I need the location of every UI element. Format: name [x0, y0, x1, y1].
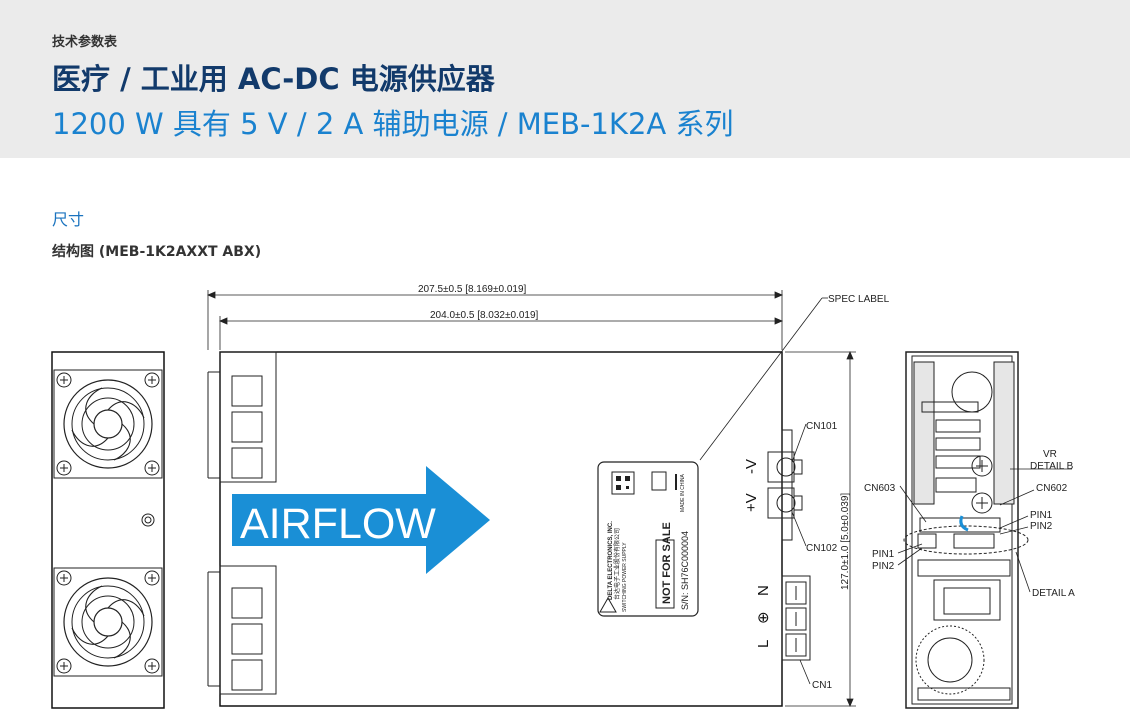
cn1-label: CN1 [812, 680, 832, 691]
side-view [903, 351, 1029, 709]
spec-label: DELTA ELECTRONICS, INC. 台达电子工业股份有限公司 SWI… [597, 461, 699, 617]
dim-overall-length: 207.5±0.5 [8.169±0.019] [418, 284, 527, 295]
spec-label-leader [699, 297, 823, 461]
dim-body-length: 204.0±0.5 [8.032±0.019] [430, 310, 539, 321]
output-terminals [767, 429, 803, 541]
label-company: DELTA ELECTRONICS, INC. [608, 521, 614, 600]
pin1-left-label: PIN1 [872, 549, 895, 560]
cn602-label: CN602 [1036, 483, 1068, 494]
cn102-label: CN102 [806, 543, 838, 554]
pin2-right-label: PIN2 [1030, 521, 1053, 532]
section-title: 尺寸 [52, 210, 85, 229]
label-product: SWITCHING POWER SUPPLY [622, 542, 628, 612]
label-serial: S/N: SH76C000004 [680, 531, 690, 610]
page-title: 医疗 / 工业用 AC-DC 电源供应器 [52, 62, 495, 96]
detail-b-label: DETAIL B [1030, 461, 1074, 472]
label-n: N [755, 585, 772, 596]
label-earth: ⊕ [755, 611, 772, 624]
cn101-label: CN101 [806, 421, 838, 432]
header-band [0, 0, 1130, 158]
cn603-label: CN603 [864, 483, 896, 494]
detail-a-label: DETAIL A [1032, 588, 1075, 599]
pin1-right-label: PIN1 [1030, 510, 1053, 521]
pin2-left-label: PIN2 [872, 561, 895, 572]
label-company-cn: 台达电子工业股份有限公司 [613, 528, 621, 600]
front-fan-panel [51, 351, 165, 709]
airflow-arrow: AIRFLOW [232, 466, 490, 574]
doc-type-label: 技术参数表 [52, 35, 118, 50]
page-subtitle: 1200 W 具有 5 V / 2 A 辅助电源 / MEB-1K2A 系列 [52, 107, 734, 141]
dim-height: 127.0±1.0 [5.0±0.039] [840, 493, 851, 590]
vr-label: VR [1043, 449, 1057, 460]
label-not-for-sale: NOT FOR SALE [661, 522, 673, 604]
ac-input-terminal [781, 575, 811, 661]
label-l: L [755, 640, 772, 648]
figure-title: 结构图 (MEB-1K2AXXT ABX) [52, 244, 262, 260]
spec-label-callout: SPEC LABEL [828, 294, 890, 305]
label-minus-v: -V [743, 459, 760, 474]
airflow-label: AIRFLOW [240, 500, 436, 548]
label-made-in: MADE IN CHINA [680, 474, 686, 512]
label-plus-v: +V [743, 493, 760, 512]
dimension-lines [206, 290, 856, 708]
